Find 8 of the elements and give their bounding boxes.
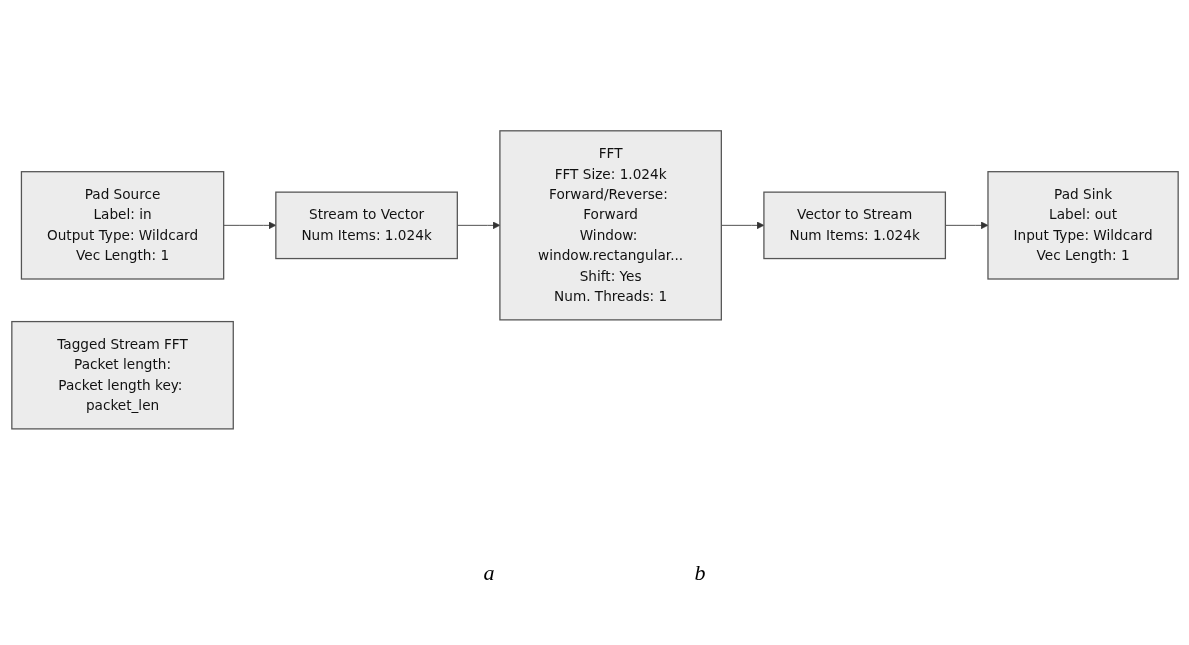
- node-box: Tagged Stream FFT Packet length: Packet length key: packet_len: [10, 321, 234, 430]
- panel-caption: a: [483, 560, 495, 586]
- node-box: Vector to Stream Num Items: 1.024k: [762, 191, 946, 260]
- node-box: Pad Source Label: in Output Type: Wildcard Vec Length: 1: [20, 171, 224, 280]
- node-box: Stream to Vector Num Items: 1.024k: [274, 191, 458, 260]
- panel-caption: b: [694, 560, 706, 586]
- node-box: Pad Sink Label: out Input Type: Wildcard Vec Length: 1: [986, 171, 1179, 280]
- node-box: FFT FFT Size: 1.024k Forward/Reverse: Forward Window: window.rectangular... Shift: Yes Num. Threads: 1: [498, 130, 722, 321]
